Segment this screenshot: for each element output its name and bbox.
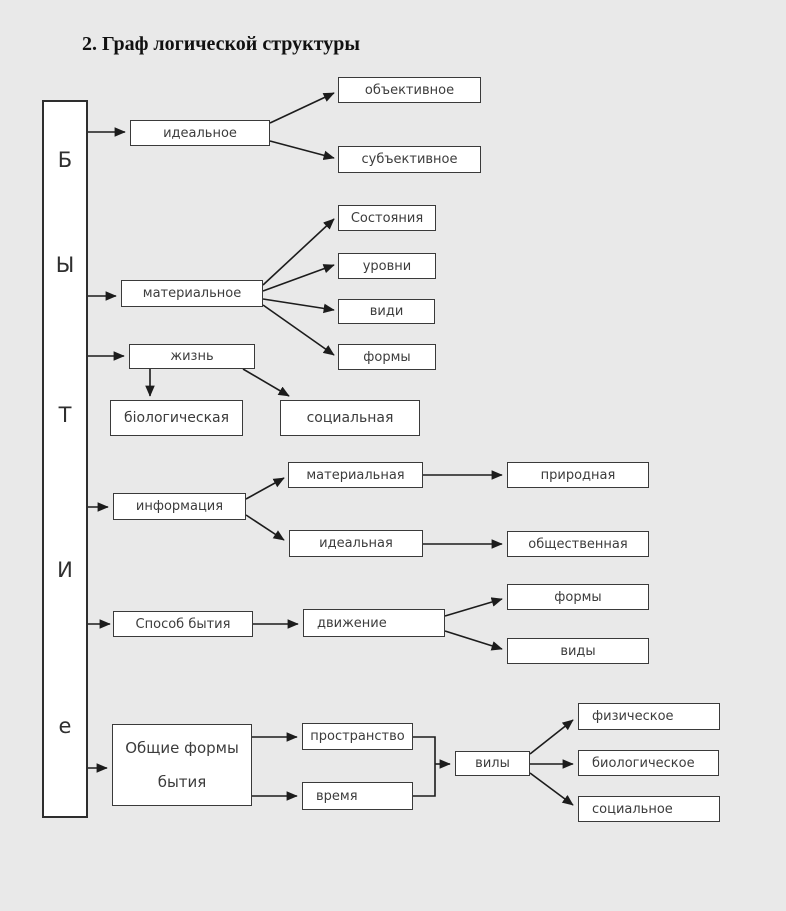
node-prostranstvo: пространство [302,723,413,750]
spine-letter: Ы [55,253,75,277]
node-sposob-bytiya: Способ бытия [113,611,253,637]
node-label-line2: бытия [157,773,207,791]
node-zhizn: жизнь [129,344,255,369]
node-biologicheskoe: биологическое [578,750,719,776]
node-obektivnoe: объективное [338,77,481,103]
node-vily: вилы [455,751,530,776]
node-vremya: время [302,782,413,810]
node-urovni: уровни [338,253,436,279]
node-idealnoe: идеальное [130,120,270,146]
node-subektivnoe: субъективное [338,146,481,173]
node-sostoyaniya: Состояния [338,205,436,231]
node-idealnaya: идеальная [289,530,423,557]
spine-letter: И [57,558,73,582]
node-obshchestvennaya: общественная [507,531,649,557]
node-fizicheskoe: физическое [578,703,720,730]
diagram-title: 2. Граф логической структуры [82,33,360,55]
node-dvizhenie: движение [303,609,445,637]
node-label-line1: Общие формы [125,739,239,757]
node-formy-1: формы [338,344,436,370]
spine-letter: Б [57,148,73,172]
spine-letter: е [58,714,72,738]
node-vidy: виды [507,638,649,664]
node-biologicheskaya: біологическая [110,400,243,436]
node-sotsialnaya: социальная [280,400,420,436]
node-sotsialnoe: социальное [578,796,720,822]
node-materialnoe: материальное [121,280,263,307]
node-obshchie-formy-bytiya: Общие формы бытия [112,724,252,806]
node-formy-2: формы [507,584,649,610]
spine-box: Б Ы Т И е [42,100,88,818]
node-informatsiya: информация [113,493,246,520]
node-prirodnaya: природная [507,462,649,488]
spine-letter: Т [58,403,72,427]
node-materialnaya: материальная [288,462,423,488]
node-vidi: види [338,299,435,324]
